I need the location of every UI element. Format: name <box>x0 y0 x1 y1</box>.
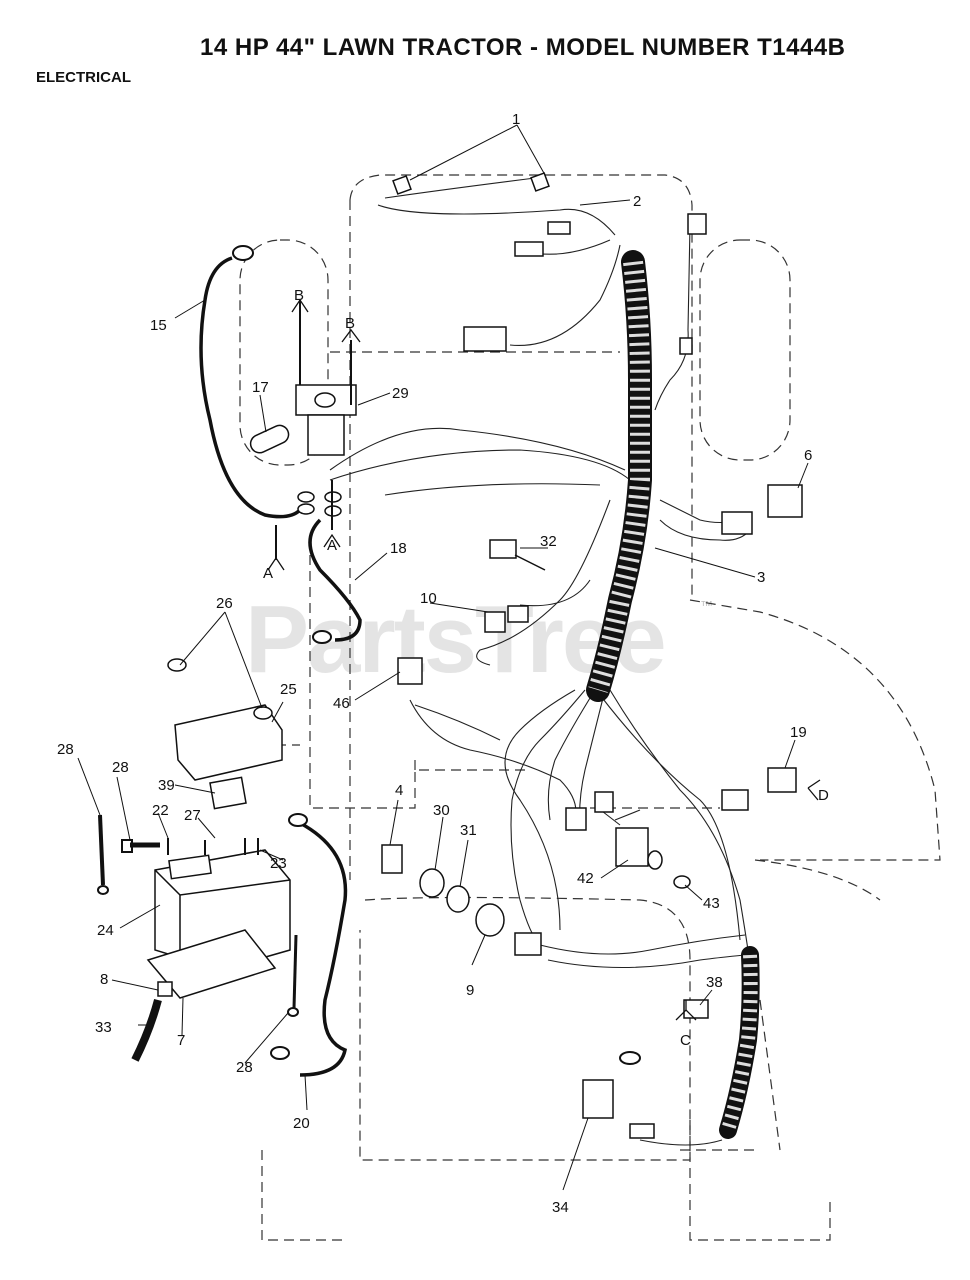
wire-loom <box>586 250 760 1139</box>
callout-30: 30 <box>433 802 450 819</box>
callout-28-bolt: 28 <box>112 759 129 776</box>
callout-28-rod: 28 <box>236 1059 253 1076</box>
callout-6: 6 <box>804 447 812 464</box>
callout-19: 19 <box>790 724 807 741</box>
bolts <box>97 300 352 1017</box>
callout-20: 20 <box>293 1115 310 1132</box>
ref-a-right: A <box>327 537 337 554</box>
ref-a-left: A <box>263 565 273 582</box>
leader-lines <box>77 124 809 1191</box>
ref-c: C <box>680 1032 691 1049</box>
ref-d: D <box>818 787 829 804</box>
callout-46: 46 <box>333 695 350 712</box>
watermark-trademark: ™ <box>700 598 713 613</box>
callout-38: 38 <box>706 974 723 991</box>
callout-27: 27 <box>184 807 201 824</box>
reference-arrows <box>267 298 821 1021</box>
section-label: ELECTRICAL <box>36 69 131 86</box>
callout-28-left: 28 <box>57 741 74 758</box>
callout-1: 1 <box>512 111 520 128</box>
callout-33: 33 <box>95 1019 112 1036</box>
callout-23: 23 <box>270 855 287 872</box>
callout-24: 24 <box>97 922 114 939</box>
callout-10: 10 <box>420 590 437 607</box>
callout-25: 25 <box>280 681 297 698</box>
callout-29: 29 <box>392 385 409 402</box>
components <box>131 172 803 1139</box>
ref-b-right: B <box>345 315 355 332</box>
callout-42: 42 <box>577 870 594 887</box>
callout-18: 18 <box>390 540 407 557</box>
ref-b-left: B <box>294 287 304 304</box>
callout-15: 15 <box>150 317 167 334</box>
reference-letters: B B A A C D <box>263 287 829 1049</box>
callout-9: 9 <box>466 982 474 999</box>
diagram-title: 14 HP 44" LAWN TRACTOR - MODEL NUMBER T1… <box>200 34 846 61</box>
callout-39: 39 <box>158 777 175 794</box>
callout-labels: 1 2 3 4 6 7 8 9 10 15 17 18 19 20 22 23 … <box>57 111 812 1216</box>
cable-ring-terminals <box>232 245 641 1065</box>
callout-7: 7 <box>177 1032 185 1049</box>
battery-cables <box>199 256 362 1077</box>
callout-4: 4 <box>395 782 403 799</box>
callout-32: 32 <box>540 533 557 550</box>
callout-17: 17 <box>252 379 269 396</box>
callout-22: 22 <box>152 802 169 819</box>
callout-26: 26 <box>216 595 233 612</box>
callout-34: 34 <box>552 1199 569 1216</box>
callout-43: 43 <box>703 895 720 912</box>
callout-8: 8 <box>100 971 108 988</box>
callout-2: 2 <box>633 193 641 210</box>
callout-3: 3 <box>757 569 765 586</box>
callout-31: 31 <box>460 822 477 839</box>
